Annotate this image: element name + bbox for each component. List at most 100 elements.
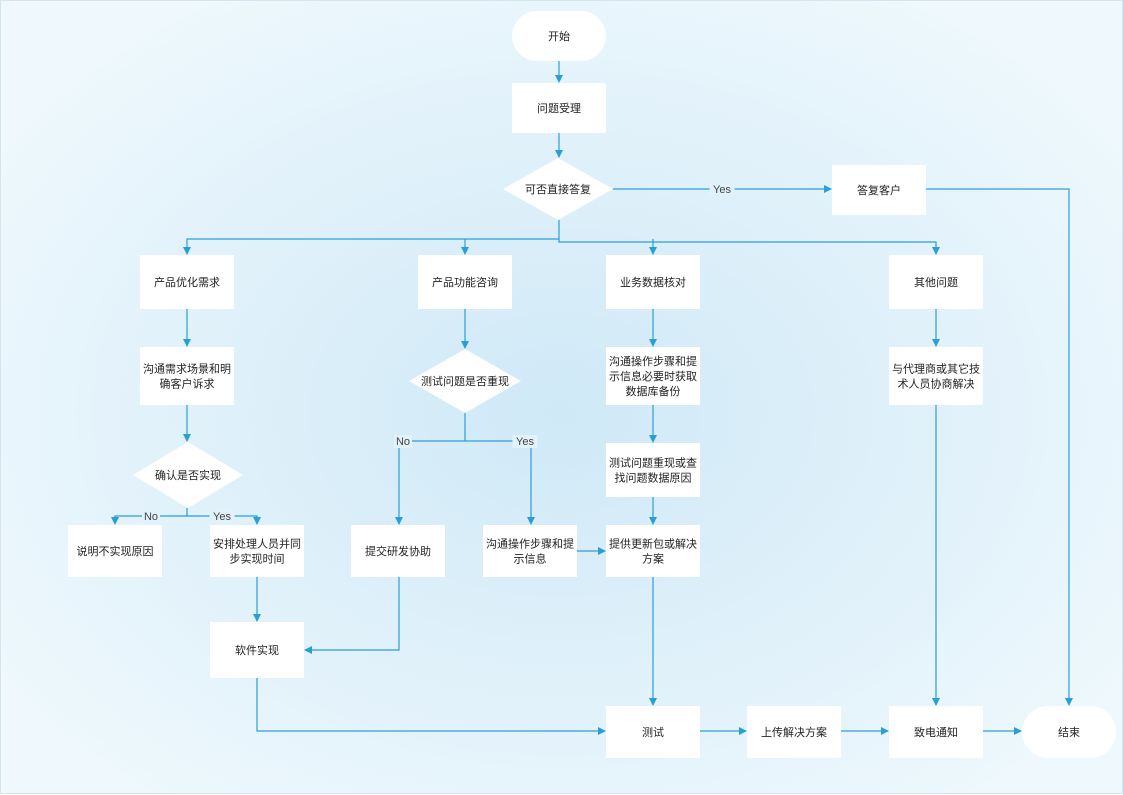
process-box: [832, 165, 926, 215]
node-label: 提供更新包或解决: [609, 537, 697, 551]
node-can-answer: 可否直接答复: [503, 158, 613, 220]
edge-6: [558, 239, 940, 255]
process-box: [606, 255, 700, 309]
edge-3: [183, 220, 560, 255]
edge-13: [395, 413, 466, 525]
process-box: [351, 525, 445, 577]
no-label-implement: No: [144, 511, 158, 523]
node-confirm-impl: 确认是否实现: [133, 442, 243, 508]
edge-label-bg: [709, 183, 735, 196]
node-explain: 说明不实现原因: [68, 525, 162, 577]
terminal-shape: [512, 11, 606, 61]
terminal-shape: [1022, 706, 1116, 758]
node-label: 测试问题是否重现: [421, 374, 509, 388]
node-label: 说明不实现原因: [77, 544, 154, 558]
edge-label-bg: [394, 435, 412, 448]
node-label: 问题受理: [537, 102, 581, 115]
process-box: [606, 347, 700, 405]
node-label: 确客户诉求: [160, 377, 215, 391]
decision-diamond: [133, 442, 243, 508]
process-box: [418, 255, 512, 309]
node-label: 测试: [642, 726, 664, 739]
node-data-check: 业务数据核对: [606, 255, 700, 309]
yes-label-answer: Yes: [713, 184, 731, 196]
edge-14: [465, 440, 535, 525]
node-label: 安排处理人员并同: [213, 537, 301, 551]
node-label: 沟通需求场景和明: [143, 362, 231, 376]
node-label: 答复客户: [857, 183, 901, 197]
node-label: 方案: [642, 552, 664, 566]
node-label: 数据库备份: [626, 384, 681, 398]
node-test: 测试: [606, 706, 700, 758]
node-end: 结束: [1022, 706, 1116, 758]
node-label: 其他问题: [914, 276, 958, 289]
node-label: 沟通操作步骤和提: [486, 537, 574, 551]
node-label: 开始: [548, 29, 570, 43]
process-box: [210, 525, 304, 577]
process-box: [210, 622, 304, 678]
node-label: 上传解决方案: [761, 725, 827, 739]
process-box: [747, 706, 841, 758]
node-product-func: 产品功能咨询: [418, 255, 512, 309]
process-box: [889, 347, 983, 405]
node-label: 提交研发协助: [365, 544, 431, 558]
node-label: 示信息必要时获取: [609, 369, 697, 383]
process-box: [483, 525, 577, 577]
node-software-impl: 软件实现: [210, 622, 304, 678]
process-box: [140, 347, 234, 405]
node-accept: 问题受理: [512, 83, 606, 133]
node-label: 步实现时间: [230, 552, 285, 566]
edge-label-bg: [142, 510, 160, 523]
node-label: 确认是否实现: [155, 468, 221, 482]
node-label: 可否直接答复: [525, 182, 591, 196]
node-submit-rd: 提交研发协助: [351, 525, 445, 577]
node-label: 产品优化需求: [154, 275, 220, 289]
edge-23: [256, 678, 606, 735]
process-box: [512, 83, 606, 133]
yes-label-repro: Yes: [516, 436, 534, 448]
edge-22: [304, 577, 400, 654]
node-label: 与代理商或其它技: [892, 362, 980, 376]
node-label: 示信息: [514, 552, 547, 566]
no-label-repro: No: [396, 436, 410, 448]
node-other: 其他问题: [889, 255, 983, 309]
edge-7: [926, 188, 1073, 706]
yes-label-implement: Yes: [213, 511, 231, 523]
process-box: [68, 525, 162, 577]
node-label: 测试问题重现或查: [609, 456, 697, 470]
node-label: 业务数据核对: [620, 275, 686, 289]
node-start: 开始: [512, 11, 606, 61]
node-product-opt: 产品优化需求: [140, 255, 234, 309]
node-answer-customer: 答复客户: [832, 165, 926, 215]
edge-label-bg: [209, 510, 235, 523]
process-box: [606, 706, 700, 758]
decision-diamond: [503, 158, 613, 220]
node-label: 术人员协商解决: [898, 377, 975, 391]
process-box: [889, 706, 983, 758]
process-box: [606, 525, 700, 577]
process-box: [889, 255, 983, 309]
decision-diamond: [409, 349, 521, 413]
node-label: 致电通知: [914, 725, 958, 739]
process-box: [140, 255, 234, 309]
node-label: 产品功能咨询: [432, 275, 498, 289]
node-label: 沟通操作步骤和提: [609, 354, 697, 368]
process-box: [606, 443, 700, 497]
edge-label-bg: [512, 435, 538, 448]
node-label: 软件实现: [235, 643, 279, 657]
node-label: 找问题数据原因: [615, 471, 692, 485]
node-label: 结束: [1058, 726, 1080, 739]
node-test-repro: 测试问题是否重现: [409, 349, 521, 413]
node-upload: 上传解决方案: [747, 706, 841, 758]
